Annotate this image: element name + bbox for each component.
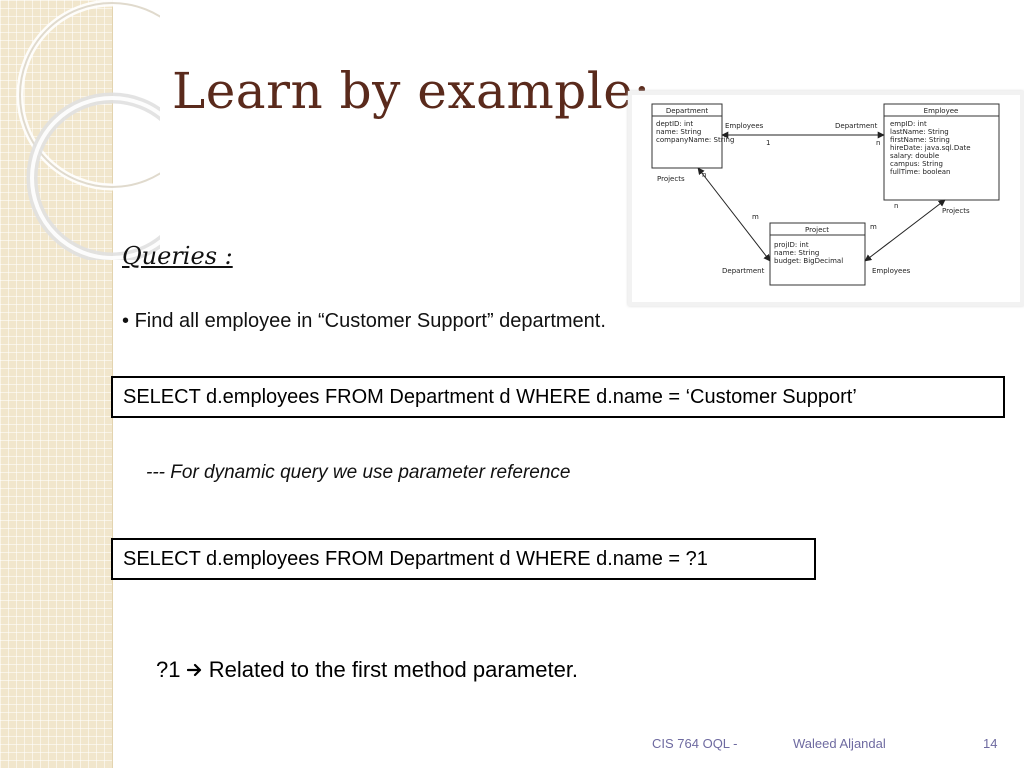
- query-box-parameter: SELECT d.employees FROM Department d WHE…: [111, 538, 816, 580]
- employee-project-association: [864, 199, 946, 262]
- department-field: deptID: int: [656, 120, 693, 128]
- project-field: budget: BigDecimal: [774, 257, 843, 265]
- footer-author: Waleed Aljandal: [793, 736, 886, 751]
- employee-field: hireDate: java.sql.Date: [890, 144, 971, 152]
- department-field: companyName: String: [656, 136, 734, 144]
- department-field: name: String: [656, 128, 701, 136]
- multiplicity-label: m: [752, 213, 759, 221]
- project-class: Project projID: int name: String budget:…: [769, 222, 866, 286]
- uml-diagram: Department deptID: int name: String comp…: [628, 91, 1024, 306]
- multiplicity-label: n: [702, 171, 706, 179]
- note-text: For dynamic query we use parameter refer…: [170, 462, 571, 483]
- department-class: Department deptID: int name: String comp…: [651, 103, 734, 169]
- page-number: 14: [983, 736, 998, 751]
- association-label: Projects: [657, 175, 685, 183]
- param-text: Related to the first method parameter.: [208, 657, 579, 682]
- association-label: Department: [835, 122, 878, 130]
- footer-course: CIS 764 OQL -: [652, 736, 738, 751]
- employee-field: firstName: String: [890, 136, 950, 144]
- association-label: Projects: [942, 207, 970, 215]
- association-label: Employees: [872, 267, 911, 275]
- project-field: name: String: [774, 249, 819, 257]
- bullet-marker: •: [122, 310, 135, 332]
- query-box-static: SELECT d.employees FROM Department d WHE…: [111, 376, 1005, 418]
- association-label: Employees: [725, 122, 764, 130]
- decorative-circles: [16, 0, 160, 260]
- employee-field: lastName: String: [890, 128, 949, 136]
- dynamic-query-note: --- For dynamic query we use parameter r…: [146, 462, 571, 484]
- multiplicity-label: m: [870, 223, 877, 231]
- employee-class-name: Employee: [924, 107, 959, 115]
- project-field: projID: int: [774, 241, 809, 249]
- employee-field: fullTime: boolean: [890, 168, 951, 176]
- department-class-name: Department: [666, 107, 709, 115]
- employee-class: Employee empID: int lastName: String fir…: [883, 103, 1000, 201]
- right-arrow-icon: [186, 657, 209, 682]
- project-class-name: Project: [805, 226, 829, 234]
- note-dashes: ---: [146, 462, 165, 483]
- dept-project-association: [697, 167, 771, 262]
- employee-field: salary: double: [890, 152, 939, 160]
- multiplicity-label: n: [876, 139, 880, 147]
- slide-title: Learn by example:: [172, 62, 651, 120]
- param-token: ?1: [156, 657, 181, 682]
- association-label: Department: [722, 267, 765, 275]
- employee-field: empID: int: [890, 120, 927, 128]
- queries-heading: Queries :: [122, 242, 233, 270]
- bullet-text: Find all employee in “Customer Support” …: [134, 310, 606, 332]
- multiplicity-label: 1: [766, 139, 770, 147]
- multiplicity-label: n: [894, 202, 898, 210]
- parameter-note: ?1 Related to the first method parameter…: [156, 657, 578, 683]
- employee-field: campus: String: [890, 160, 943, 168]
- bullet-item: • Find all employee in “Customer Support…: [122, 310, 606, 333]
